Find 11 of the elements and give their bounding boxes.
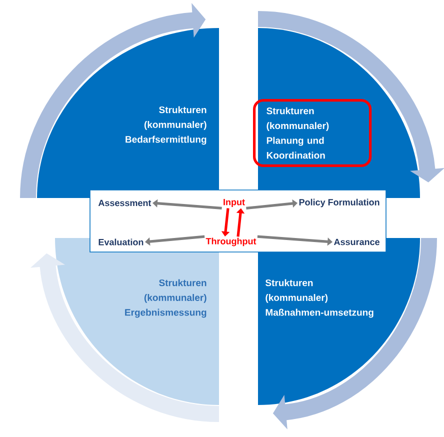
- stage-label: Policy Formulation: [299, 198, 380, 208]
- center-box: [90, 190, 386, 252]
- stage-label: Assurance: [334, 238, 380, 246]
- stage-label: Throughput: [206, 238, 256, 246]
- stage-label: Input: [224, 198, 245, 208]
- quadrant-label: Strukturen (kommunaler) Bedarfsermittlung: [126, 106, 206, 145]
- highlighted-label: Strukturen (kommunaler) Planung und Koordination: [253, 99, 372, 167]
- quadrant-label: Strukturen (kommunaler) Ergebnismessung: [125, 279, 206, 318]
- stage-label: Assessment: [98, 200, 152, 206]
- quadrant-label: Strukturen (kommunaler) Maßnahmen-umsetzung: [265, 279, 374, 318]
- stage-label: Evaluation: [98, 238, 144, 246]
